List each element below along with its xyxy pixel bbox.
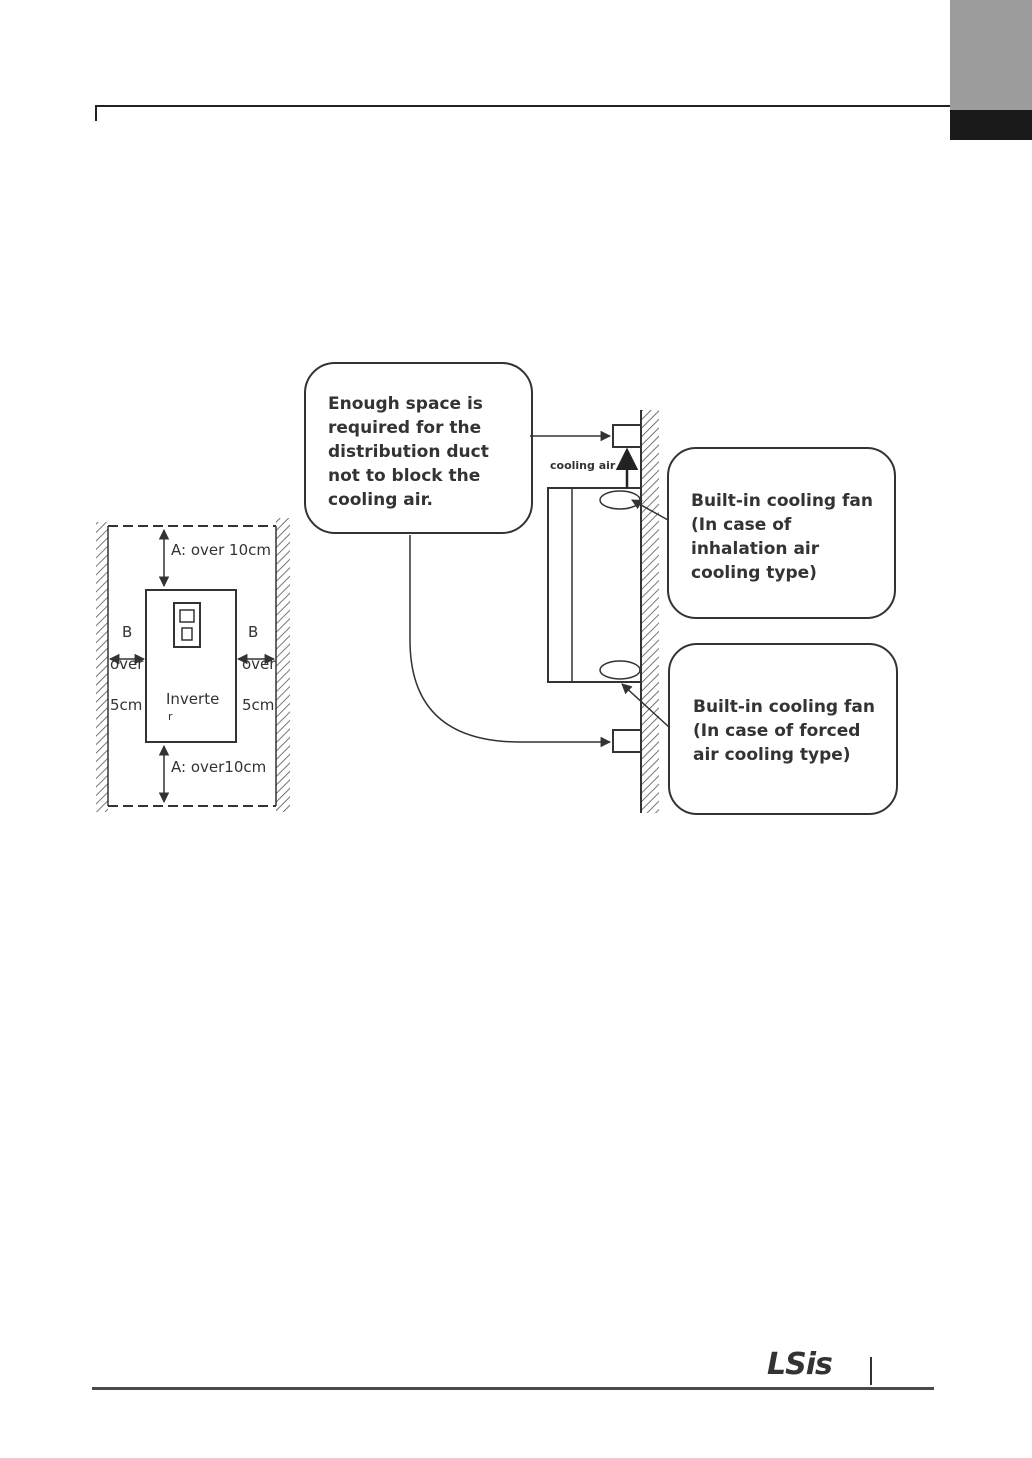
callout-inhalation-fan: Built-in cooling fan (In case of inhalat… xyxy=(668,448,895,618)
right-b-label: B xyxy=(248,623,258,641)
inverter-label-line1: Inverte xyxy=(166,690,219,708)
bottom-duct-box xyxy=(613,730,641,752)
left-clearance-diagram: A: over 10cm A: over10cm B over 5cm B ov… xyxy=(96,518,290,812)
inverter-label-line2: r xyxy=(168,710,173,723)
top-clearance-label: A: over 10cm xyxy=(171,541,271,559)
inverter-side-body xyxy=(548,488,641,682)
right-over-label: over xyxy=(242,655,276,673)
bottom-clearance-label: A: over10cm xyxy=(171,758,266,776)
keypad-display xyxy=(180,610,194,622)
callout-forced-fan: Built-in cooling fan (In case of forced … xyxy=(669,644,897,814)
right-5cm-label: 5cm xyxy=(242,696,274,714)
left-b-label: B xyxy=(122,623,132,641)
keypad-button xyxy=(182,628,192,640)
top-duct-box xyxy=(613,425,641,447)
side-view-diagram: cooling air xyxy=(548,410,670,813)
right-wall-hatch xyxy=(276,518,290,812)
left-over-label: over xyxy=(110,655,144,673)
mounting-wall-hatch xyxy=(641,410,659,813)
left-5cm-label: 5cm xyxy=(110,696,142,714)
left-wall-hatch xyxy=(96,522,108,812)
inverter-body xyxy=(146,590,236,742)
cooling-air-label: cooling air xyxy=(550,459,616,472)
